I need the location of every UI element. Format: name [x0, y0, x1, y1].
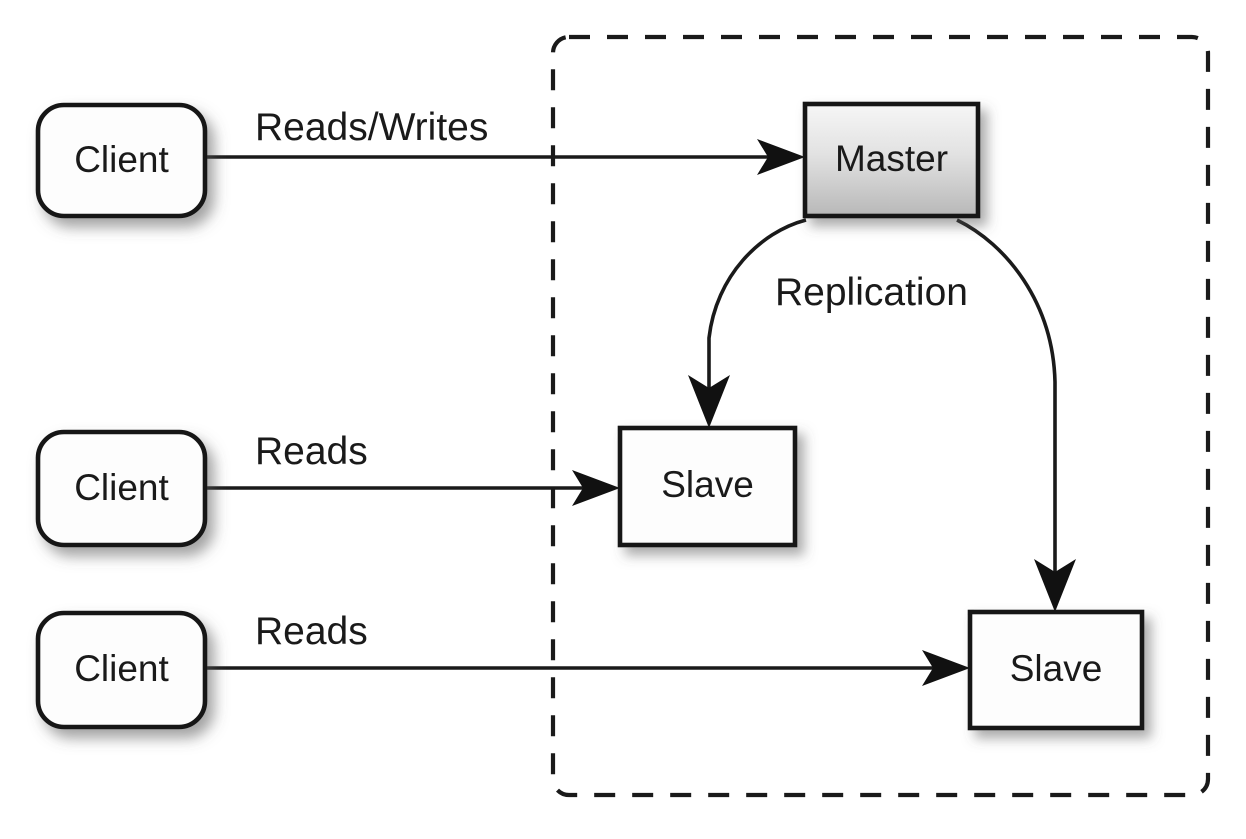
client-1-shape[interactable]: [35, 102, 208, 219]
client-1-label: Client: [74, 139, 169, 180]
slave-2-shape[interactable]: [967, 609, 1145, 731]
node-slave-2[interactable]: Slave: [967, 609, 1145, 731]
client-3-label: Client: [74, 648, 169, 689]
node-client-3[interactable]: Client: [35, 610, 208, 730]
slave-1-shape[interactable]: [617, 425, 798, 548]
arrowhead-icon-to-slave1: [572, 470, 620, 506]
node-master[interactable]: Master: [802, 101, 981, 219]
curve-line-replication-right: [956, 218, 1057, 586]
edge-label-reads-writes: Reads/Writes: [255, 106, 488, 149]
master-shape[interactable]: [802, 101, 981, 219]
node-client-1[interactable]: Client: [35, 102, 208, 219]
curve-line-replication-left: [707, 218, 807, 402]
arrowhead-icon-replication-left: [688, 375, 730, 428]
slave-2-label: Slave: [1010, 648, 1103, 689]
slave-1-label: Slave: [661, 464, 754, 505]
edge-master-to-slave1-replication: [688, 218, 807, 428]
client-2-label: Client: [74, 467, 169, 508]
edge-master-to-slave2-replication: [956, 218, 1076, 612]
master-label: Master: [835, 138, 948, 179]
edge-client1-to-master: [205, 139, 805, 175]
edge-label-reads-bottom: Reads: [255, 610, 368, 653]
node-slave-1[interactable]: Slave: [617, 425, 798, 548]
edge-client3-to-slave2: [205, 650, 970, 686]
edge-label-replication: Replication: [775, 271, 968, 314]
arrowhead-icon-to-master: [757, 139, 805, 175]
arrowhead-icon-to-slave2: [922, 650, 970, 686]
edge-client2-to-slave1: [205, 470, 620, 506]
node-client-2[interactable]: Client: [35, 429, 208, 548]
client-2-shape[interactable]: [35, 429, 208, 548]
client-3-shape[interactable]: [35, 610, 208, 730]
edge-label-reads-middle: Reads: [255, 430, 368, 473]
replication-cluster-boundary: [550, 34, 1211, 798]
arrowhead-icon-replication-right: [1034, 559, 1076, 612]
